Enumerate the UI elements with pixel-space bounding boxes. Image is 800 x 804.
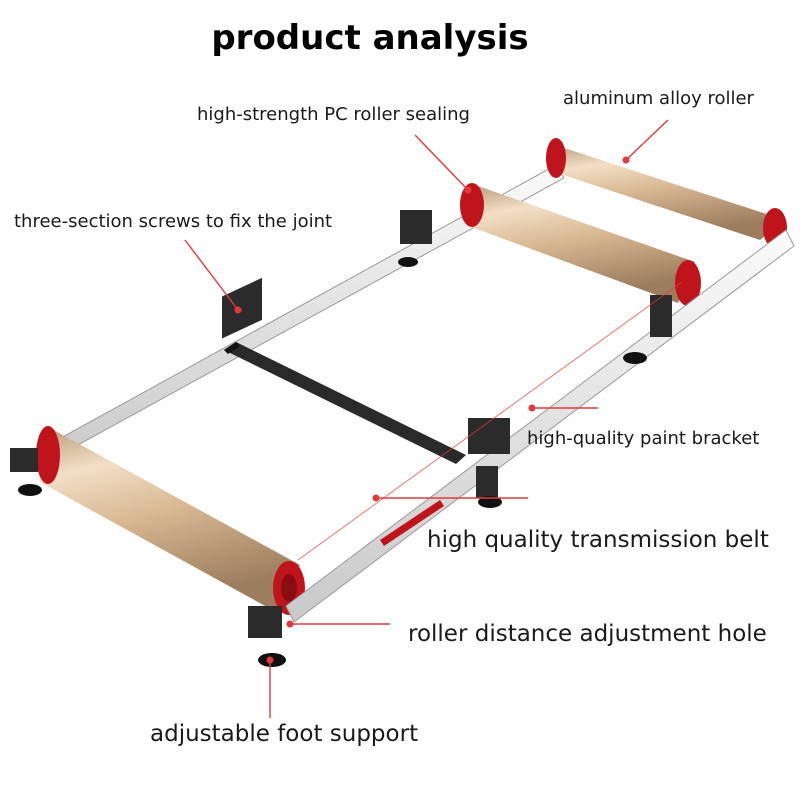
leader-dots	[234, 156, 630, 664]
back-roller	[546, 138, 787, 248]
callout-adjustment-hole: roller distance adjustment hole	[408, 621, 767, 647]
callout-aluminum-alloy-roller: aluminum alloy roller	[563, 88, 754, 109]
middle-roller	[460, 183, 701, 306]
center-crossbar	[224, 342, 466, 464]
feet	[18, 257, 647, 667]
front-roller	[36, 426, 305, 615]
callout-three-section-screws: three-section screws to fix the joint	[14, 211, 333, 232]
page-title: product analysis	[211, 18, 529, 58]
callout-transmission-belt: high quality transmission belt	[427, 527, 769, 553]
leader-lines	[184, 119, 683, 718]
callout-foot-support: adjustable foot support	[150, 721, 419, 747]
brackets	[10, 210, 672, 638]
callout-paint-bracket: high-quality paint bracket	[527, 428, 760, 449]
callout-pc-roller-sealing: high-strength PC roller sealing	[197, 104, 470, 125]
